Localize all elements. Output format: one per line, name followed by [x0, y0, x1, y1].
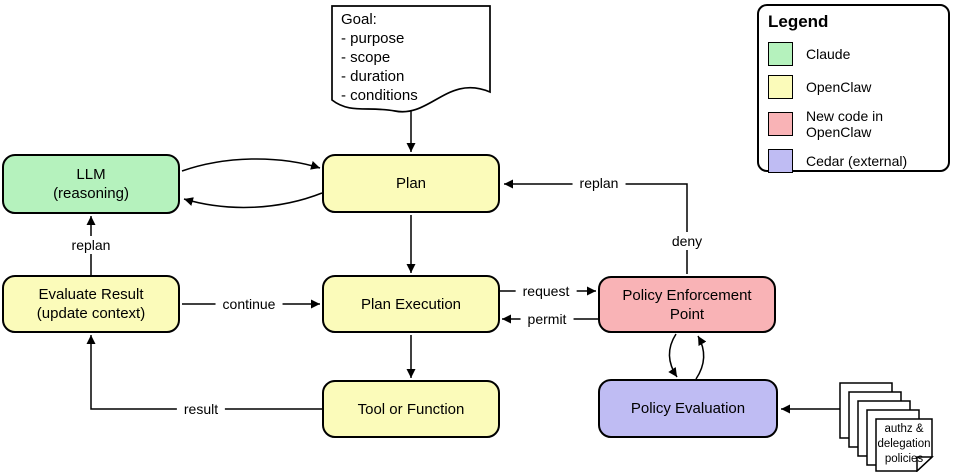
node-tool-or-function: Tool or Function	[322, 380, 500, 438]
legend-item-openclaw: OpenClaw	[768, 75, 938, 99]
node-plan-execution: Plan Execution	[322, 275, 500, 333]
node-evaluate-result: Evaluate Result (update context)	[2, 275, 180, 333]
legend-item-new-code: New code in OpenClaw	[768, 108, 938, 140]
legend-title: Legend	[768, 12, 829, 31]
legend-label-new-code: New code in OpenClaw	[806, 108, 884, 140]
legend: Legend Claude OpenClaw New code in OpenC…	[757, 4, 950, 173]
arrow-pep-to-plan-deny-replan	[504, 179, 688, 274]
policies-stack-shape	[839, 382, 934, 472]
legend-swatch-new-code	[768, 112, 793, 136]
node-llm: LLM (reasoning)	[2, 154, 180, 214]
edge-label-request: request	[515, 282, 577, 300]
edge-label-result: result	[176, 400, 226, 418]
legend-swatch-openclaw	[768, 75, 793, 99]
edge-label-deny: deny	[664, 232, 710, 250]
arrow-policy-evaluation-to-pep	[695, 335, 707, 380]
legend-item-claude: Claude	[768, 42, 938, 66]
legend-label-claude: Claude	[806, 46, 851, 62]
node-policy-evaluation: Policy Evaluation	[598, 379, 778, 438]
edge-label-replan-to-plan: replan	[572, 174, 626, 192]
legend-swatch-claude	[768, 42, 793, 66]
edge-label-continue: continue	[215, 295, 283, 313]
arrow-tool-to-evaluate-result	[86, 335, 322, 410]
arrow-llm-to-plan	[181, 158, 321, 172]
legend-label-openclaw: OpenClaw	[806, 79, 872, 95]
edge-label-replan-to-llm: replan	[64, 236, 118, 254]
arrow-plan-to-llm	[183, 192, 323, 209]
edge-label-permit: permit	[520, 310, 574, 328]
policies-note: authz & delegation policies	[877, 423, 931, 465]
legend-swatch-cedar	[768, 149, 793, 173]
goal-note: Goal: - purpose - scope - duration - con…	[341, 11, 418, 104]
legend-item-cedar: Cedar (external)	[768, 149, 938, 173]
legend-label-cedar: Cedar (external)	[806, 153, 908, 169]
arrow-pep-to-policy-evaluation	[668, 333, 678, 378]
goal-document-shape	[331, 5, 491, 113]
node-plan: Plan	[322, 154, 500, 213]
node-policy-enforcement-point: Policy Enforcement Point	[598, 276, 776, 333]
